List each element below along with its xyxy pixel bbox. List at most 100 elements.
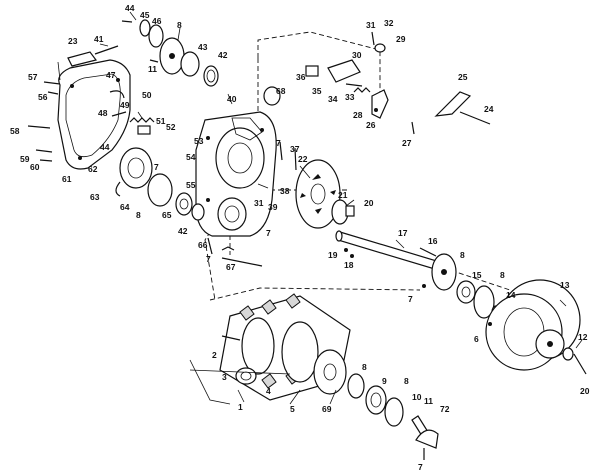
callout-label: 3 bbox=[222, 372, 227, 382]
callout-label: 6 bbox=[474, 334, 479, 344]
callout-label: 12 bbox=[578, 332, 588, 342]
seal-spring-47 bbox=[109, 90, 125, 99]
callout-label: 10 bbox=[412, 392, 422, 402]
callout-label: 69 bbox=[322, 404, 332, 414]
callout-label: 35 bbox=[312, 86, 322, 96]
callout-label: 17 bbox=[398, 228, 408, 238]
hub-21 bbox=[331, 199, 355, 225]
callout-label: 15 bbox=[472, 270, 482, 280]
cover-bracket bbox=[67, 45, 119, 67]
callout-label: 20 bbox=[364, 198, 374, 208]
callout-label: 16 bbox=[428, 236, 438, 246]
callout-label: 43 bbox=[198, 42, 208, 52]
callout-label: 42 bbox=[218, 50, 228, 60]
callout-label: 1 bbox=[238, 402, 243, 412]
lower-bracket bbox=[207, 237, 263, 267]
callout-label: 49 bbox=[120, 100, 130, 110]
callout-label: 63 bbox=[90, 192, 100, 202]
callout-label: 31 bbox=[254, 198, 264, 208]
callout-label: 7 bbox=[266, 228, 271, 238]
callout-label: 60 bbox=[30, 162, 40, 172]
callout-label: 53 bbox=[194, 136, 204, 146]
callout-label: 22 bbox=[298, 154, 308, 164]
bottom-washer-stack bbox=[347, 373, 439, 460]
brake-disc bbox=[295, 159, 341, 229]
callout-label: 52 bbox=[166, 122, 176, 132]
top-washer-stack bbox=[121, 19, 219, 87]
callout-label: 58 bbox=[10, 126, 20, 136]
callout-label: 4 bbox=[266, 386, 271, 396]
callout-label: 26 bbox=[366, 120, 376, 130]
callout-label: 30 bbox=[352, 50, 362, 60]
callout-label: 46 bbox=[152, 16, 162, 26]
callout-label: 51 bbox=[156, 116, 166, 126]
callout-label: 44 bbox=[100, 142, 110, 152]
chaincase-cover bbox=[57, 59, 131, 170]
callout-label: 9 bbox=[382, 376, 387, 386]
housing-gasket bbox=[231, 117, 263, 141]
callout-label: 64 bbox=[120, 202, 130, 212]
plug-68 bbox=[263, 86, 281, 106]
callout-label: 50 bbox=[142, 90, 152, 100]
callout-label: 8 bbox=[136, 210, 141, 220]
callout-label: 27 bbox=[402, 138, 412, 148]
callout-label: 31 bbox=[366, 20, 376, 30]
callout-label: 2 bbox=[212, 350, 217, 360]
callout-label: 38 bbox=[280, 186, 290, 196]
track-drive-sprocket bbox=[219, 293, 351, 401]
callout-label: 8 bbox=[500, 270, 505, 280]
callout-label: 42 bbox=[178, 226, 188, 236]
callout-label: 8 bbox=[177, 20, 182, 30]
callout-label: 48 bbox=[98, 108, 108, 118]
callout-label: 36 bbox=[296, 72, 306, 82]
callout-label: 7 bbox=[408, 294, 413, 304]
callout-label: 56 bbox=[38, 92, 48, 102]
callout-label: 47 bbox=[106, 70, 116, 80]
callout-label: 66 bbox=[198, 240, 208, 250]
right-washer-stack bbox=[431, 253, 501, 319]
callout-label: 54 bbox=[186, 152, 196, 162]
callout-label: 7 bbox=[418, 462, 423, 472]
callout-label: 67 bbox=[226, 262, 236, 272]
driven-sprocket bbox=[115, 147, 205, 221]
misc-fasteners bbox=[279, 141, 492, 326]
callout-label: 8 bbox=[460, 250, 465, 260]
callout-label: 57 bbox=[28, 72, 38, 82]
callout-label: 72 bbox=[440, 404, 450, 414]
small-bolts-left bbox=[27, 81, 61, 162]
callout-label: 20 bbox=[580, 386, 590, 396]
callout-label: 19 bbox=[328, 250, 338, 260]
callout-label: 62 bbox=[88, 164, 98, 174]
callout-label: 37 bbox=[290, 144, 300, 154]
callout-label: 11 bbox=[148, 64, 157, 74]
callout-label: 18 bbox=[344, 260, 354, 270]
callout-label: 39 bbox=[268, 202, 278, 212]
callout-label: 8 bbox=[362, 362, 367, 372]
callout-label: 55 bbox=[186, 180, 196, 190]
lever-25 bbox=[434, 91, 491, 125]
callout-label: 44 bbox=[125, 3, 135, 13]
callout-label: 33 bbox=[345, 92, 355, 102]
leader-lines bbox=[57, 11, 583, 405]
callout-label: 7 bbox=[206, 254, 211, 264]
callout-label: 21 bbox=[338, 190, 348, 200]
callout-label: 29 bbox=[396, 34, 406, 44]
callout-label: 5 bbox=[290, 404, 295, 414]
callout-label: 28 bbox=[353, 110, 363, 120]
callout-label: 32 bbox=[384, 18, 394, 28]
callout-label: 40 bbox=[227, 94, 237, 104]
control-bracket bbox=[305, 31, 389, 119]
callout-label: 7 bbox=[276, 138, 281, 148]
callout-label: 24 bbox=[484, 104, 494, 114]
callout-label: 11 bbox=[424, 396, 433, 406]
callout-label: 59 bbox=[20, 154, 30, 164]
callout-label: 41 bbox=[94, 34, 104, 44]
callout-label: 65 bbox=[162, 210, 172, 220]
callout-labels: 44 45 46 8 11 43 42 23 41 57 56 47 48 50… bbox=[10, 3, 590, 472]
callout-label: 68 bbox=[276, 86, 286, 96]
bolt-27 bbox=[411, 121, 415, 135]
callout-label: 14 bbox=[506, 290, 516, 300]
callout-label: 61 bbox=[62, 174, 72, 184]
callout-label: 45 bbox=[140, 10, 150, 20]
